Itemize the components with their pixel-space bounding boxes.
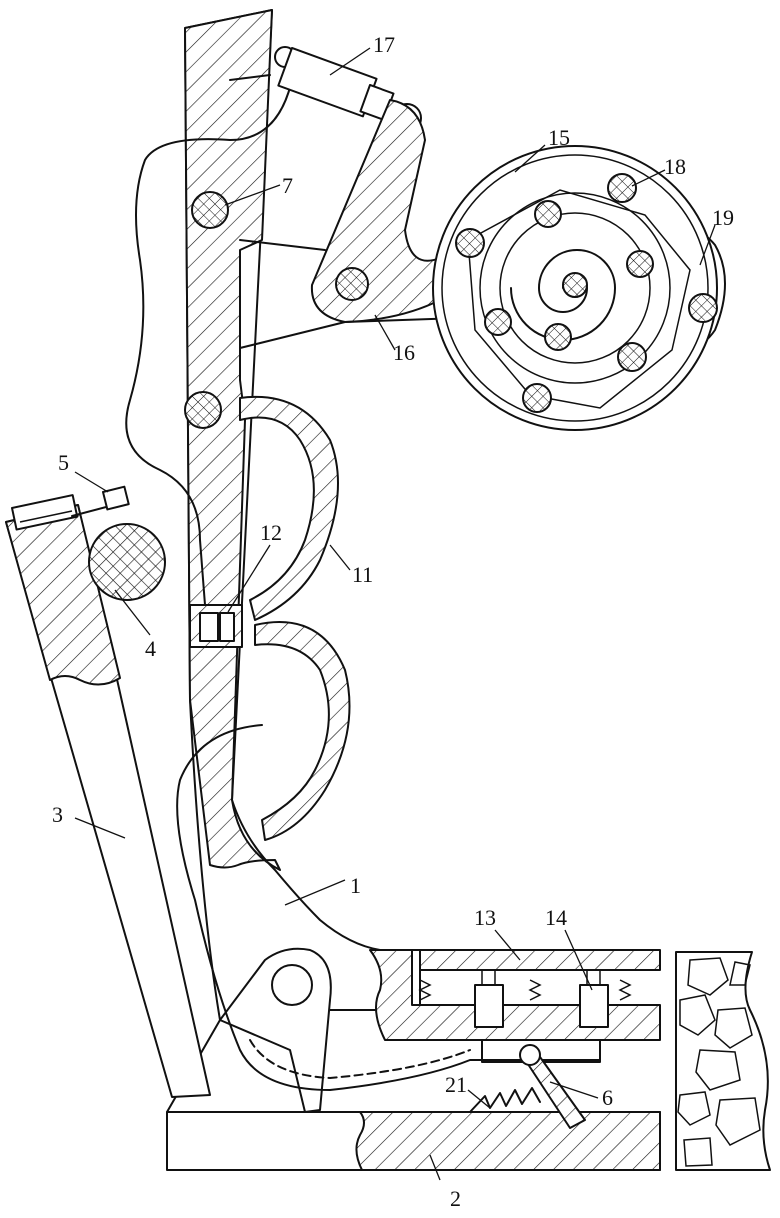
label-11: 11 [352,562,373,587]
label-6: 6 [602,1085,613,1110]
label-13: 13 [474,905,496,930]
label-1: 1 [350,873,361,898]
label-12: 12 [260,520,282,545]
sensor-12 [190,605,242,647]
base-plate [167,1020,660,1170]
label-4: 4 [145,636,156,661]
roller-4 [89,524,165,600]
wheel-assembly [433,146,725,430]
label-5: 5 [58,450,69,475]
label-18: 18 [664,154,686,179]
pin-7 [192,192,228,228]
label-21: 21 [445,1072,467,1097]
label-3: 3 [52,802,63,827]
label-17: 17 [373,32,395,57]
link-16 [240,100,460,348]
pin-lower [185,392,221,428]
label-15: 15 [548,125,570,150]
label-2: 2 [450,1186,461,1211]
label-19: 19 [712,205,734,230]
label-14: 14 [545,905,567,930]
label-7: 7 [282,173,293,198]
rock-section [676,952,770,1170]
half-ring-pads [240,397,350,840]
label-16: 16 [393,340,415,365]
